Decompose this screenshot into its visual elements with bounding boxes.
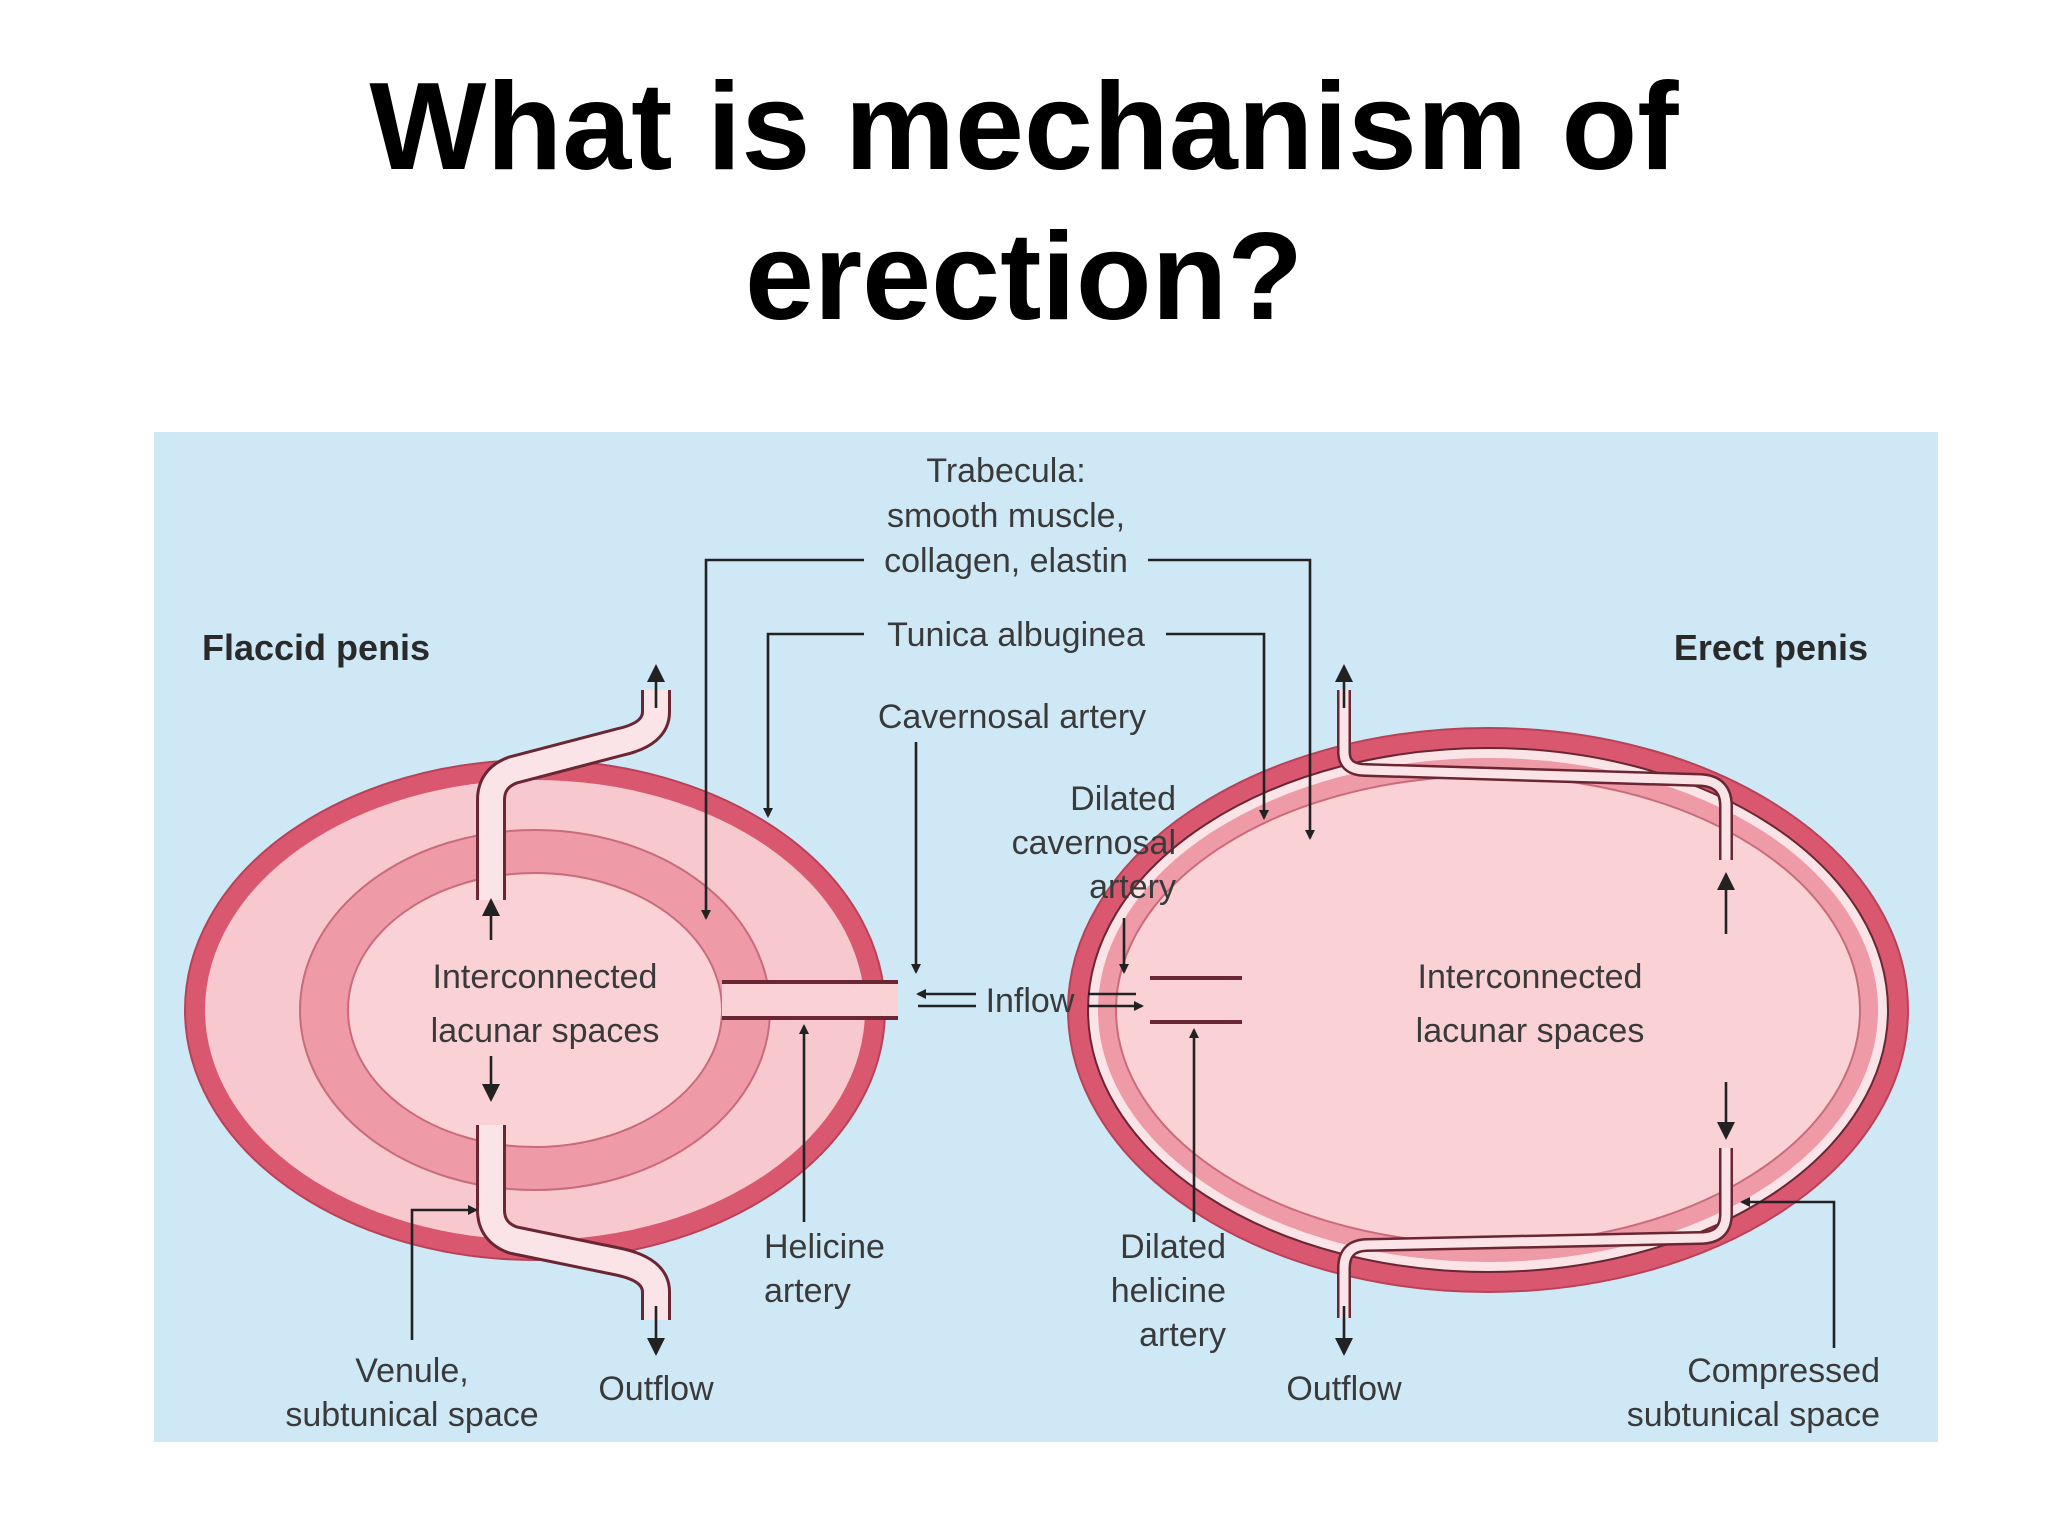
label-dilated-helicine-1: Dilated xyxy=(1120,1228,1226,1266)
erect-dilated-cavernosal-artery xyxy=(1150,978,1242,1022)
label-trabecula-1: Trabecula: xyxy=(926,452,1085,490)
label-venule-1: Venule, xyxy=(355,1352,468,1390)
title-line-2: erection? xyxy=(744,208,1304,346)
flaccid-cross-section xyxy=(184,690,898,1320)
label-lacunar-left-1: Interconnected xyxy=(433,958,658,996)
label-erect-penis: Erect penis xyxy=(1674,627,1868,668)
label-trabecula-2: smooth muscle, xyxy=(887,497,1125,535)
diagram-labels: Flaccid penis Erect penis Trabecula: smo… xyxy=(202,452,1880,1434)
label-dilated-cavernosal-2: cavernosal xyxy=(1012,824,1176,862)
title-line-1: What is mechanism of xyxy=(369,58,1679,196)
label-dilated-helicine-3: artery xyxy=(1139,1316,1226,1354)
label-tunica-albuginea: Tunica albuginea xyxy=(887,616,1145,654)
label-dilated-helicine-2: helicine xyxy=(1111,1272,1226,1310)
label-dilated-cavernosal-3: artery xyxy=(1089,868,1176,906)
label-trabecula-3: collagen, elastin xyxy=(884,542,1128,580)
label-cavernosal-artery: Cavernosal artery xyxy=(878,698,1146,736)
flaccid-cavernosal-artery xyxy=(722,982,898,1018)
label-compressed-2: subtunical space xyxy=(1627,1396,1880,1434)
slide-title: What is mechanism of erection? xyxy=(0,52,2048,352)
flaccid-lacunar-space xyxy=(347,872,723,1148)
label-outflow-left: Outflow xyxy=(598,1370,714,1408)
label-lacunar-right-1: Interconnected xyxy=(1418,958,1643,996)
label-venule-2: subtunical space xyxy=(285,1396,538,1434)
label-compressed-1: Compressed xyxy=(1687,1352,1880,1390)
label-outflow-right: Outflow xyxy=(1286,1370,1402,1408)
leader-lines xyxy=(410,558,1836,1356)
erect-cross-section xyxy=(1067,690,1909,1318)
label-helicine-1: Helicine xyxy=(764,1228,885,1266)
label-helicine-2: artery xyxy=(764,1272,851,1310)
label-inflow: Inflow xyxy=(986,982,1075,1020)
label-flaccid-penis: Flaccid penis xyxy=(202,627,430,668)
label-lacunar-right-2: lacunar spaces xyxy=(1416,1012,1645,1050)
label-dilated-cavernosal-1: Dilated xyxy=(1070,780,1176,818)
label-lacunar-left-2: lacunar spaces xyxy=(431,1012,660,1050)
